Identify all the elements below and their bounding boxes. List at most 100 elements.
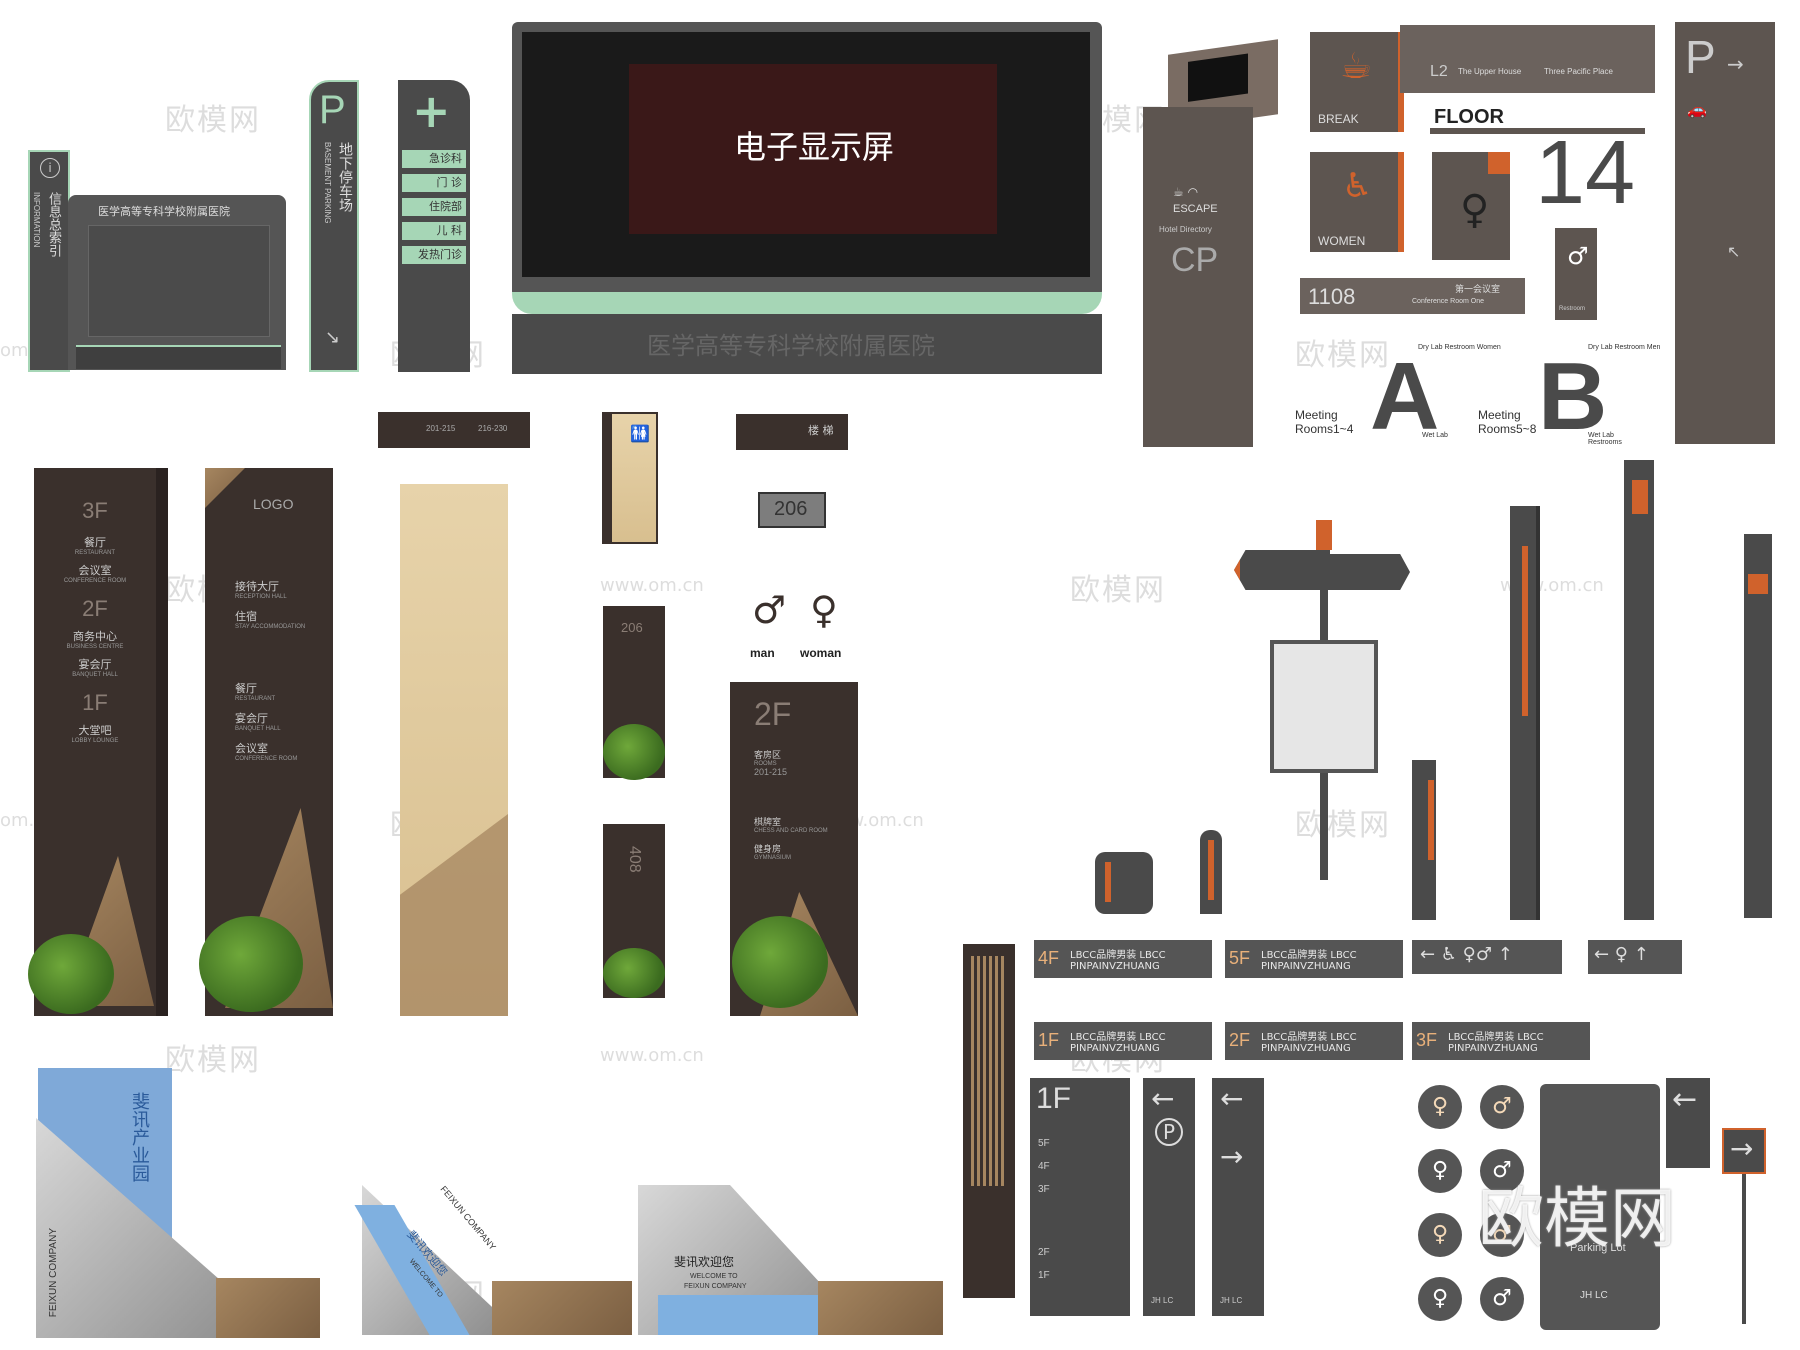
watermark: 欧模网 [165, 103, 261, 138]
arrow-right-icon: → [1220, 1140, 1244, 1173]
electronic-display: 电子显示屏 医学高等专科学校附属医院 [512, 22, 1102, 374]
stairs-label: 楼 梯 [808, 424, 834, 437]
plant [199, 916, 303, 1012]
floor-item: 3F [1038, 1184, 1050, 1195]
tablet-screen [1188, 53, 1248, 102]
watermark: 欧模网 [1070, 573, 1166, 608]
l2-text2: Three Pacific Place [1544, 67, 1613, 76]
clinic-item: 住院部 [402, 198, 466, 216]
logo-text: LOGO [253, 496, 294, 512]
floor-item: 5F [1038, 1138, 1050, 1149]
arrow-board-right [1328, 554, 1410, 590]
restroom-icons: ← ♀ ↑ [1594, 944, 1649, 965]
arrow-down-right-icon: ↘ [325, 327, 341, 348]
round-woman-icon: ♀ [1418, 1149, 1462, 1193]
kiosk-side-panel: i 信息总索引 INFORMATION [28, 150, 70, 372]
women-label: WOMEN [1318, 234, 1366, 248]
round-man-icon: ♂ [1480, 1277, 1524, 1321]
parking-text-en: BASEMENT PARKING [323, 142, 332, 224]
mall-hanging-sign: 2F LBCC品牌男装 LBCC PINPAINVZHUANG [1225, 1022, 1403, 1060]
plant [603, 948, 665, 998]
mall-brand: LBCC品牌男装 LBCC PINPAINVZHUANG [1261, 950, 1357, 972]
man-figure-icon: ♂ [752, 588, 787, 632]
letter-b: B [1538, 343, 1608, 450]
plant [603, 724, 665, 780]
totem-list: 客房区 ROOMS 201-215 棋牌室 CHESS AND CARD ROO… [754, 748, 844, 861]
woman-label: woman [800, 646, 842, 660]
directory-label: Hotel Directory [1159, 225, 1212, 234]
monument-a-title: 斐讯产业园 [129, 1092, 150, 1182]
directory-list: 3F 餐厅 RESTAURANT 会议室 CONFERENCE ROOM 2F … [34, 498, 156, 744]
monument-c-en: FEIXUN COMPANY [684, 1283, 747, 1290]
mall-floor: 2F [1229, 1030, 1251, 1050]
plant [28, 934, 114, 1014]
short-pole [1412, 760, 1436, 920]
jhlc-label: JH LC [1580, 1290, 1608, 1301]
monument-c-welcome: WELCOME TO [690, 1273, 738, 1280]
dir-item-en: ROOMS [754, 761, 777, 767]
mall-floor: 3F [1416, 1030, 1438, 1050]
restroom-door-plate: 🚻 [602, 412, 658, 544]
floor-label: 1F [82, 690, 108, 715]
mall-hanging-sign: 4F LBCC品牌男装 LBCC PINPAINVZHUANG [1034, 940, 1212, 978]
mall-floor: 1F [1038, 1030, 1060, 1050]
clinic-pillar: + 急诊科 门 诊 住院部 儿 科 发热门诊 [398, 80, 470, 372]
room-206-label: 206 [774, 498, 808, 520]
wood-bench [492, 1281, 632, 1335]
arrow-left-icon: ← [1672, 1082, 1698, 1117]
poster-frame [1270, 640, 1378, 773]
dir-item-range: 201-215 [754, 767, 788, 777]
mall-totem: 1F 5F 4F 3F 2F 1F [1030, 1078, 1130, 1316]
floor-rule [1430, 128, 1645, 134]
door-plate-range: 201-215 216-230 [378, 412, 530, 448]
dir-item-en: BANQUET HALL [72, 672, 118, 678]
floor-item: 1F [1038, 1270, 1050, 1281]
dir-item: 宴会厅 [78, 658, 112, 671]
dir-item-en: GYMNASIUM [754, 855, 792, 861]
orange-panel [1632, 480, 1648, 514]
display-label: 电子显示屏 [734, 128, 895, 166]
mall-brand: LBCC品牌男装 LBCC PINPAINVZHUANG [1261, 1032, 1357, 1054]
dir-item-en: STAY ACCOMMODATION [235, 624, 306, 630]
orange-corner [1488, 152, 1510, 174]
kiosk-base [76, 345, 281, 369]
wood-facet [400, 814, 508, 1016]
slim-pole-tall [1624, 460, 1654, 920]
orange-panel [1748, 574, 1768, 594]
plus-icon: + [412, 84, 451, 138]
kiosk-side-text: 信息总索引 [46, 192, 61, 257]
dir-item-en: RECEPTION HALL [235, 594, 287, 600]
round-woman-icon: ♀ [1418, 1085, 1462, 1129]
arrow-left-icon: ← [1151, 1082, 1175, 1115]
meeting-b-label: Meeting Rooms5~8 [1478, 408, 1537, 436]
mall-floor: 5F [1229, 948, 1251, 968]
orange-stripe [1522, 546, 1528, 716]
arrow-totem: ← P JH LC [1143, 1078, 1195, 1316]
arrow-left-icon: ← [1220, 1082, 1244, 1115]
dir-item: 大堂吧 [78, 724, 112, 737]
room-name-en: Conference Room One [1412, 298, 1484, 305]
break-sign: ☕ BREAK [1310, 32, 1404, 132]
dir-item: 商务中心 [73, 630, 117, 643]
kiosk-screen [88, 225, 270, 337]
floor-item: 2F [1038, 1247, 1050, 1258]
dir-item: 接待大厅 [235, 580, 279, 593]
dir-item: 餐厅 [84, 536, 106, 549]
l2-text1: The Upper House [1458, 67, 1522, 76]
post [1742, 1174, 1746, 1324]
wood-panel [400, 484, 508, 1016]
display-frame: 电子显示屏 [512, 22, 1102, 297]
display-base-text: 医学高等专科学校附属医院 [647, 332, 935, 360]
mall-brand: LBCC品牌男装 LBCC PINPAINVZHUANG [1448, 1032, 1544, 1054]
dir-item-en: CONFERENCE ROOM [235, 756, 298, 762]
clinic-list: 急诊科 门 诊 住院部 儿 科 发热门诊 [402, 150, 466, 270]
stairs-plate: 楼 梯 [736, 414, 848, 450]
round-woman-icon: ♀ [1418, 1277, 1462, 1321]
mall-hanging-sign: 3F LBCC品牌男装 LBCC PINPAINVZHUANG [1412, 1022, 1590, 1060]
mall-brand: LBCC品牌男装 LBCC PINPAINVZHUANG [1070, 1032, 1166, 1054]
kiosk-logo: CP [1171, 241, 1219, 279]
display-base: 医学高等专科学校附属医院 [512, 314, 1102, 374]
display-accent [512, 292, 1102, 314]
restroom-pair-icon: 🚻 [630, 424, 650, 443]
display-content: 电子显示屏 [629, 64, 997, 234]
